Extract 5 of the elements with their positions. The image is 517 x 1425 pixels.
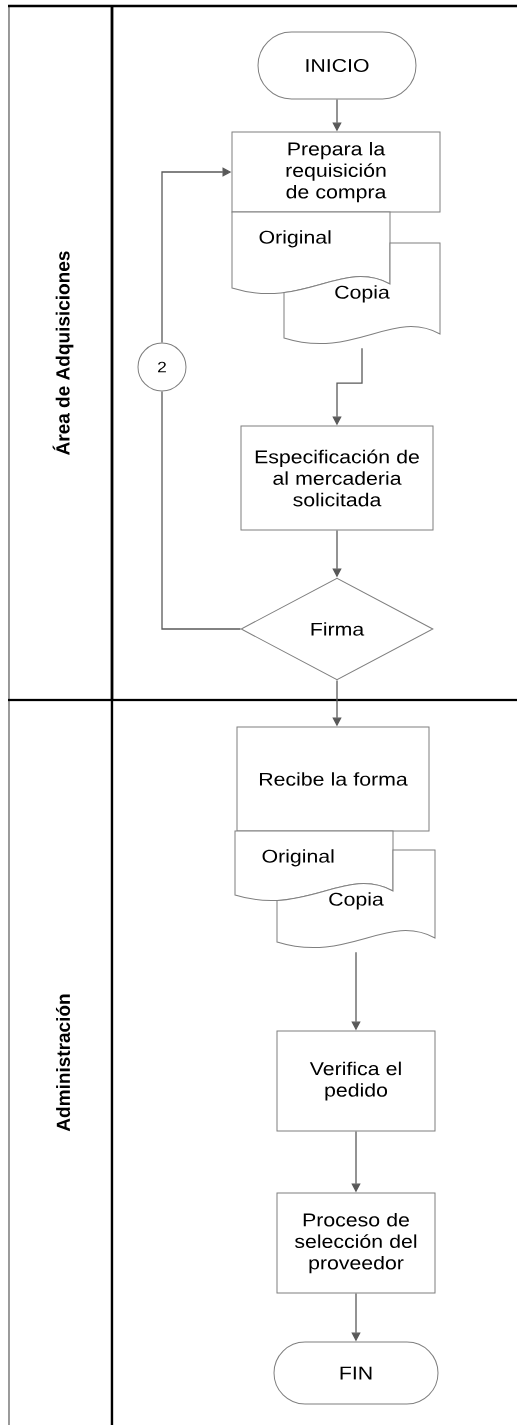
process-box: Prepara la requisición de compra (231, 131, 441, 213)
process-box: Recibe la forma (236, 726, 430, 832)
process-box: Proceso de selección del proveedor (276, 1192, 436, 1294)
process-box: Especificación de al mercaderia solicitada (240, 425, 434, 531)
process-box: Verifica el pedido (276, 1030, 436, 1132)
